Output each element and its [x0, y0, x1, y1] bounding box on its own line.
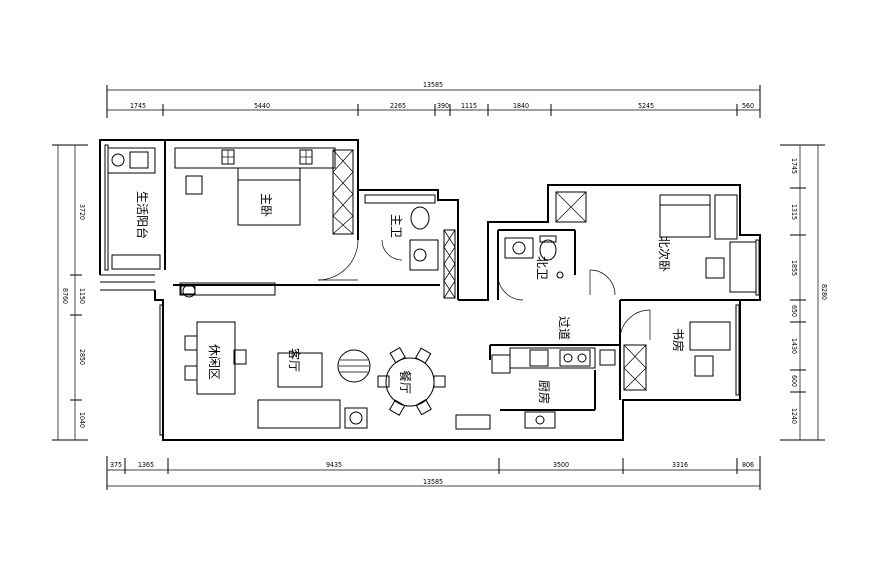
dim-bottom-5: 3316	[672, 461, 688, 469]
master-bath-fixtures	[364, 194, 456, 299]
dim-right-total: 8280	[820, 284, 828, 300]
left-dimension-lines: 3720 1150 2850 1040 8760	[52, 144, 88, 441]
dim-right-4: 650	[790, 305, 798, 317]
dim-top-2: 5440	[254, 102, 270, 110]
dim-top-5: 1115	[461, 102, 477, 110]
label-living-balcony: 生活阳台	[135, 191, 150, 239]
leisure-area-furniture	[179, 282, 276, 395]
room-labels: 生活阳台 主卧 主卫 北卫 北次卧 过道 书房 休闲区 客厅 餐厅 厨房	[135, 191, 686, 404]
doors	[317, 239, 651, 341]
dim-top-4: 390	[437, 102, 449, 110]
dim-bottom-total: 13585	[423, 478, 443, 486]
dim-right-6: 600	[790, 375, 798, 387]
dim-bottom-2: 1365	[138, 461, 154, 469]
label-master-bedroom: 主卧	[259, 193, 273, 217]
dim-top-8: 560	[742, 102, 754, 110]
dim-right-2: 1315	[790, 204, 798, 220]
dim-top-total: 13585	[423, 81, 443, 89]
dim-top-1: 1745	[130, 102, 146, 110]
label-study: 书房	[671, 328, 686, 352]
label-living: 客厅	[287, 348, 302, 372]
north-bedroom-furniture	[555, 191, 757, 293]
living-room-furniture	[257, 349, 371, 429]
label-north-bedroom: 北次卧	[657, 236, 671, 272]
study-furniture	[623, 321, 731, 391]
dim-left-3: 2850	[78, 349, 86, 365]
dim-right-5: 1430	[790, 338, 798, 354]
living-balcony-furniture	[107, 147, 161, 270]
dim-left-1: 3720	[78, 204, 86, 220]
dim-left-2: 1150	[78, 288, 86, 304]
label-kitchen: 厨房	[537, 380, 552, 404]
dim-bottom-3: 9435	[326, 461, 342, 469]
dim-bottom-1: 375	[110, 461, 122, 469]
kitchen-fixtures	[455, 347, 616, 430]
label-leisure: 休闲区	[207, 344, 221, 380]
dim-bottom-6: 806	[742, 461, 754, 469]
dining-furniture	[377, 346, 446, 416]
label-master-bath: 主卫	[389, 214, 403, 238]
label-north-bath: 北卫	[535, 256, 549, 280]
interior-walls	[164, 140, 740, 411]
north-bath-fixtures	[504, 235, 564, 279]
top-dimension-lines: 13585 1745 5440 2265 390 1115 1840 5245 …	[106, 81, 761, 118]
dim-left-4: 1040	[78, 412, 86, 428]
dim-top-7: 5245	[638, 102, 654, 110]
label-corridor: 过道	[557, 316, 571, 340]
right-dimension-lines: 1745 1315 1855 650 1430 600 1240 8280	[780, 144, 828, 441]
master-bedroom-furniture	[174, 147, 354, 235]
dim-top-3: 2265	[390, 102, 406, 110]
bottom-dimension-lines: 375 1365 9435 3500 3316 806 13585	[106, 456, 761, 490]
dim-right-1: 1745	[790, 158, 798, 174]
dim-right-7: 1240	[790, 408, 798, 424]
dim-left-total: 8760	[61, 288, 69, 304]
dim-bottom-4: 3500	[553, 461, 569, 469]
label-dining: 餐厅	[398, 370, 413, 394]
dim-right-3: 1855	[790, 260, 798, 276]
dim-top-6: 1840	[513, 102, 529, 110]
